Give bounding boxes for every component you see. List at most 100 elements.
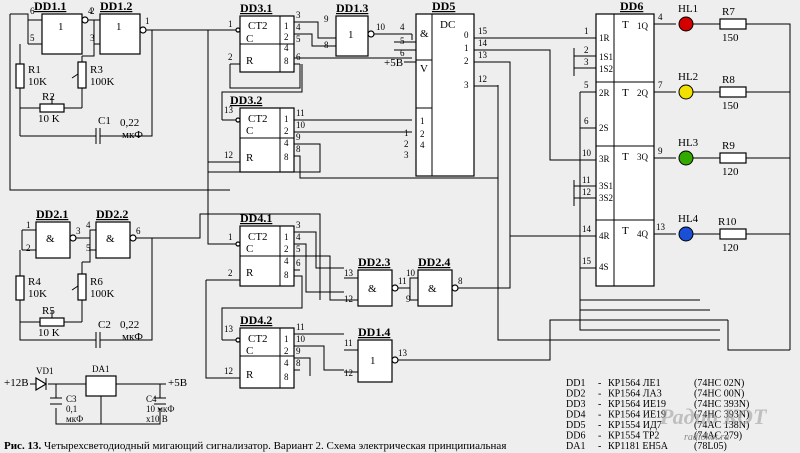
legend-dash: - xyxy=(598,389,601,400)
r1-resistor: R1 10K xyxy=(15,63,47,89)
svg-text:120: 120 xyxy=(722,242,739,254)
c3-unit: мкФ xyxy=(66,414,83,424)
legend-part: КР1564 ИЕ19 xyxy=(608,399,666,410)
svg-text:13: 13 xyxy=(224,105,234,115)
svg-text:1: 1 xyxy=(284,232,289,242)
svg-text:1S2: 1S2 xyxy=(599,64,613,74)
c2-capacitor: C2 0,22 мкФ xyxy=(19,238,153,348)
svg-text:12: 12 xyxy=(344,368,353,378)
svg-text:2: 2 xyxy=(26,243,31,253)
svg-text:6: 6 xyxy=(136,226,141,236)
r2-resistor: R2 10 K xyxy=(38,91,65,125)
r8-resistor: R8 150 xyxy=(719,74,747,112)
legend-part: КР1564 ЛА3 xyxy=(608,389,662,400)
svg-text:1: 1 xyxy=(348,29,354,41)
svg-text:5: 5 xyxy=(584,80,589,90)
svg-text:6: 6 xyxy=(400,48,405,58)
hl1-led: HL1 xyxy=(678,3,698,32)
svg-text:4: 4 xyxy=(284,43,289,53)
c4-label: C4 xyxy=(146,394,157,404)
svg-text:&: & xyxy=(428,283,437,295)
caption-number: Рис. 13. xyxy=(4,440,41,452)
svg-text:6: 6 xyxy=(296,52,301,62)
svg-text:R10: R10 xyxy=(718,216,737,228)
svg-text:5: 5 xyxy=(86,243,91,253)
svg-text:9: 9 xyxy=(324,14,329,24)
r3-value: 100K xyxy=(90,76,115,88)
svg-text:4: 4 xyxy=(86,220,91,230)
svg-text:CT2: CT2 xyxy=(248,333,268,345)
plus5-dd5: +5В xyxy=(384,57,403,69)
svg-text:11: 11 xyxy=(296,108,305,118)
svg-text:10: 10 xyxy=(406,268,416,278)
svg-text:C: C xyxy=(246,125,253,137)
svg-text:5: 5 xyxy=(400,36,405,46)
svg-text:4: 4 xyxy=(400,22,405,32)
svg-text:8: 8 xyxy=(458,276,463,286)
svg-text:1S1: 1S1 xyxy=(599,52,613,62)
svg-text:1: 1 xyxy=(370,355,376,367)
da1-label: DA1 xyxy=(92,364,110,374)
r4-resistor: R4 10K xyxy=(15,275,47,301)
svg-text:15: 15 xyxy=(582,256,592,266)
r9-resistor: R9 120 xyxy=(719,140,747,178)
r1-label: R1 xyxy=(28,64,41,76)
svg-text:T: T xyxy=(622,225,629,237)
svg-text:1: 1 xyxy=(228,19,233,29)
svg-text:13: 13 xyxy=(344,268,354,278)
svg-text:3S1: 3S1 xyxy=(599,181,613,191)
svg-text:3: 3 xyxy=(464,80,469,90)
svg-text:13: 13 xyxy=(656,222,666,232)
svg-text:4: 4 xyxy=(88,6,93,16)
svg-text:R5: R5 xyxy=(42,305,55,317)
legend-part: КР1554 ИД7 xyxy=(608,420,662,431)
svg-text:2: 2 xyxy=(464,56,469,66)
svg-text:C: C xyxy=(246,33,253,45)
dc-label: DC xyxy=(440,19,455,31)
svg-text:V: V xyxy=(420,63,428,75)
svg-text:8: 8 xyxy=(284,270,289,280)
gate-symbol: 1 xyxy=(116,21,122,33)
svg-text:&: & xyxy=(46,233,55,245)
svg-text:CT2: CT2 xyxy=(248,231,268,243)
svg-text:9: 9 xyxy=(296,132,301,142)
svg-text:4: 4 xyxy=(296,232,301,242)
svg-text:6: 6 xyxy=(296,258,301,268)
legend-ref: DD6 xyxy=(566,431,585,442)
svg-text:9: 9 xyxy=(658,146,663,156)
svg-text:мкФ: мкФ xyxy=(122,331,143,343)
legend-equiv: (74AC 138N) xyxy=(694,420,749,431)
svg-text:1R: 1R xyxy=(599,33,610,43)
svg-text:4: 4 xyxy=(658,12,663,22)
svg-text:3: 3 xyxy=(404,150,409,160)
svg-text:12: 12 xyxy=(224,366,233,376)
svg-text:1: 1 xyxy=(584,26,589,36)
svg-text:5: 5 xyxy=(296,34,301,44)
legend-part: КР1564 ЛЕ1 xyxy=(608,378,661,389)
svg-text:&: & xyxy=(368,283,377,295)
legend-dash: - xyxy=(598,420,601,431)
svg-text:10: 10 xyxy=(296,120,306,130)
svg-text:4: 4 xyxy=(420,140,425,150)
svg-text:11: 11 xyxy=(398,276,407,286)
dd4-2-label: DD4.2 xyxy=(240,313,272,327)
svg-text:14: 14 xyxy=(582,224,592,234)
svg-text:12: 12 xyxy=(224,150,233,160)
svg-text:1: 1 xyxy=(284,21,289,31)
dd1-4-label: DD1.4 xyxy=(358,325,390,339)
svg-text:8: 8 xyxy=(324,40,329,50)
parts-legend: DD1-КР1564 ЛЕ1(74HC 02N)DD2-КР1564 ЛА3(7… xyxy=(566,378,749,452)
svg-text:C: C xyxy=(246,345,253,357)
dd3-2-label: DD3.2 xyxy=(230,93,262,107)
legend-dash: - xyxy=(598,378,601,389)
svg-text:13: 13 xyxy=(478,50,488,60)
dd2-2-gate: & DD2.2 456 xyxy=(86,207,141,259)
r2-label: R2 xyxy=(42,91,55,103)
